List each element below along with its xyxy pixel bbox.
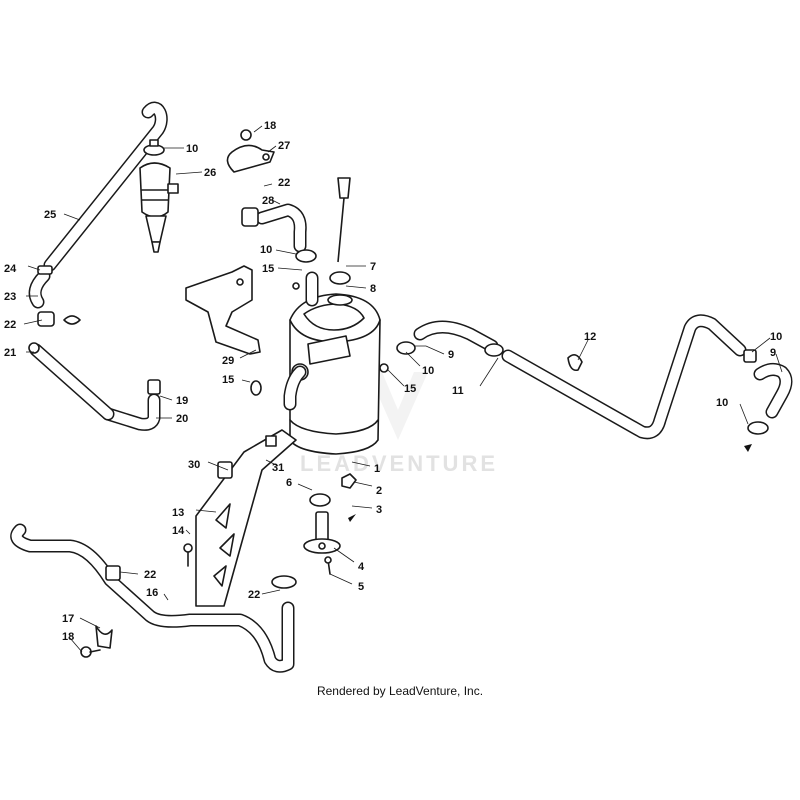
callout-22d: 22 bbox=[248, 589, 260, 601]
callout-10d: 10 bbox=[770, 331, 782, 343]
callout-16: 16 bbox=[146, 587, 158, 599]
dipstick-7 bbox=[337, 177, 351, 263]
clamp-17 bbox=[95, 625, 113, 649]
callout-11: 11 bbox=[452, 385, 464, 397]
vent-filter-26 bbox=[139, 162, 179, 253]
drain-hose-20 bbox=[101, 393, 161, 431]
callout-3: 3 bbox=[376, 504, 382, 516]
clamp-10-right-top bbox=[743, 349, 757, 363]
callout-24: 24 bbox=[4, 263, 17, 275]
callouts: 10 26 18 27 22 28 10 15 7 8 25 24 23 22 … bbox=[4, 120, 782, 643]
clamp-22-lower-left bbox=[105, 565, 121, 581]
callout-30: 30 bbox=[188, 459, 200, 471]
callout-25: 25 bbox=[44, 209, 56, 221]
watermark-logo bbox=[368, 372, 428, 440]
callout-21: 21 bbox=[4, 347, 16, 359]
callout-15c: 15 bbox=[404, 383, 416, 395]
clip-12 bbox=[567, 354, 583, 372]
callout-27: 27 bbox=[278, 140, 290, 152]
callout-6: 6 bbox=[286, 477, 292, 489]
elbow-23 bbox=[28, 269, 51, 309]
arrow-marker-3 bbox=[348, 514, 356, 522]
elbow-hose-28 bbox=[255, 203, 307, 253]
callout-10e: 10 bbox=[716, 397, 728, 409]
clip-30 bbox=[217, 461, 233, 479]
callout-13: 13 bbox=[172, 507, 184, 519]
callout-28: 28 bbox=[262, 195, 274, 207]
canister-1 bbox=[289, 293, 381, 455]
clamp-22-left bbox=[37, 311, 81, 327]
callout-10c: 10 bbox=[422, 365, 434, 377]
clamp-10-right-bottom bbox=[744, 421, 769, 452]
main-hose-16 bbox=[10, 523, 295, 673]
seal-8 bbox=[329, 271, 351, 285]
callout-29: 29 bbox=[222, 355, 234, 367]
fitting-15-left bbox=[250, 380, 262, 396]
callout-19: 19 bbox=[176, 395, 188, 407]
callout-8: 8 bbox=[370, 283, 376, 295]
bracket-13 bbox=[195, 429, 297, 607]
fitting-15-right bbox=[379, 363, 389, 373]
hose-9-mid bbox=[413, 320, 499, 353]
tank-side-hose bbox=[283, 365, 307, 411]
drain-fitting-4 bbox=[303, 511, 341, 554]
callout-2: 2 bbox=[376, 485, 382, 497]
hose-9-right bbox=[753, 362, 793, 419]
o-ring-6 bbox=[309, 493, 331, 507]
callout-22a: 22 bbox=[278, 177, 290, 189]
fitting-15-top bbox=[292, 271, 319, 307]
callout-26: 26 bbox=[204, 167, 216, 179]
callout-5: 5 bbox=[358, 581, 364, 593]
clamp-10-top bbox=[143, 139, 165, 156]
leader-lines bbox=[23, 125, 783, 653]
callout-9b: 9 bbox=[770, 347, 776, 359]
callout-20: 20 bbox=[176, 413, 188, 425]
callout-18b: 18 bbox=[62, 631, 74, 643]
callout-10b: 10 bbox=[260, 244, 272, 256]
nut-18-top bbox=[240, 129, 252, 141]
clamp-24 bbox=[37, 265, 53, 275]
callout-18a: 18 bbox=[264, 120, 276, 132]
callout-31: 31 bbox=[272, 462, 284, 474]
clamp-10-mid-left bbox=[396, 341, 416, 355]
callout-4: 4 bbox=[358, 561, 365, 573]
callout-23: 23 bbox=[4, 291, 16, 303]
clamp-10-mid-right bbox=[484, 343, 504, 357]
callout-12: 12 bbox=[584, 331, 596, 343]
callout-9a: 9 bbox=[448, 349, 454, 361]
hose-11 bbox=[501, 314, 747, 440]
callout-22b: 22 bbox=[4, 319, 16, 331]
clamp-22-upper bbox=[241, 207, 259, 227]
screw-14 bbox=[183, 543, 193, 567]
watermark-text: LEADVENTURE bbox=[300, 451, 498, 476]
fitting-19 bbox=[147, 379, 161, 395]
callout-7: 7 bbox=[370, 261, 376, 273]
callout-10a: 10 bbox=[186, 143, 198, 155]
clamp-22-lower-right bbox=[271, 575, 297, 589]
callout-1: 1 bbox=[374, 463, 380, 475]
callout-17: 17 bbox=[62, 613, 74, 625]
callout-15a: 15 bbox=[262, 263, 274, 275]
callout-14: 14 bbox=[172, 525, 185, 537]
hose-21 bbox=[28, 342, 115, 421]
callout-22c: 22 bbox=[144, 569, 156, 581]
screw-18-lower bbox=[80, 646, 101, 658]
callout-15b: 15 bbox=[222, 374, 234, 386]
render-credit: Rendered by LeadVenture, Inc. bbox=[316, 684, 484, 698]
bracket-29 bbox=[185, 265, 261, 355]
vent-hose-25 bbox=[43, 101, 168, 272]
clamp-10-mid bbox=[295, 249, 317, 263]
screw-5 bbox=[324, 556, 332, 575]
nut-2 bbox=[341, 473, 357, 489]
hose-clamp-27 bbox=[226, 144, 275, 173]
